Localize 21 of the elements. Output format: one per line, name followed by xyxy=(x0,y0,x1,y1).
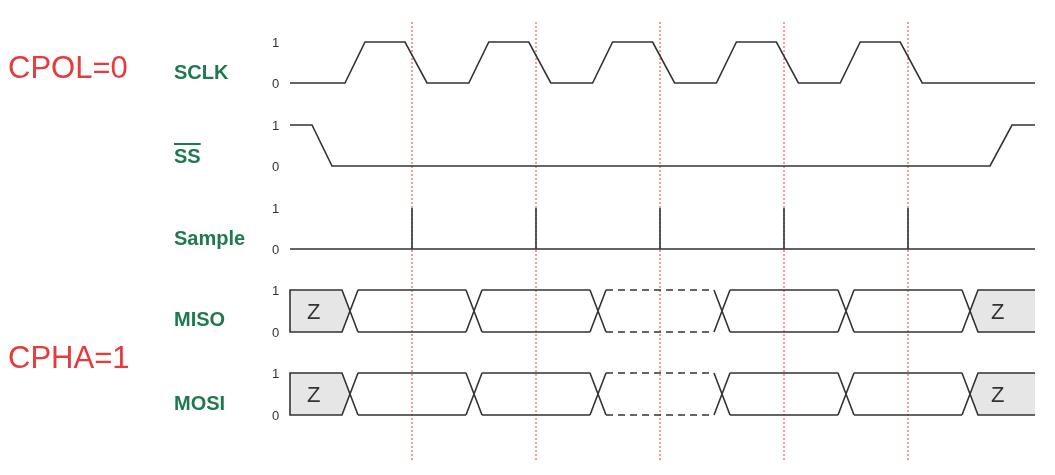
axis-tick-label: 1 xyxy=(272,36,280,49)
high-impedance-label: Z xyxy=(991,301,1005,323)
axis-tick-label: 0 xyxy=(272,326,280,339)
axis-tick-label: 0 xyxy=(272,243,280,256)
axis-tick-label: 1 xyxy=(272,367,280,380)
axis-tick-label: 0 xyxy=(272,77,280,90)
high-impedance-label: Z xyxy=(991,384,1005,406)
mode-label: CPHA=1 xyxy=(8,342,130,373)
signal-name: Sample xyxy=(174,228,246,248)
mode-label: CPOL=0 xyxy=(8,52,128,83)
high-impedance-label: Z xyxy=(307,301,321,323)
axis-tick-label: 0 xyxy=(272,409,280,422)
axis-tick-label: 0 xyxy=(272,160,280,173)
high-impedance-label: Z xyxy=(307,384,321,406)
signal-name: SCLK xyxy=(174,62,229,82)
signal-name: SS xyxy=(174,146,201,166)
axis-tick-label: 1 xyxy=(272,119,280,132)
signal-name: MISO xyxy=(174,309,226,329)
axis-tick-label: 1 xyxy=(272,284,280,297)
signal-name: MOSI xyxy=(174,393,226,413)
axis-tick-label: 1 xyxy=(272,202,280,215)
